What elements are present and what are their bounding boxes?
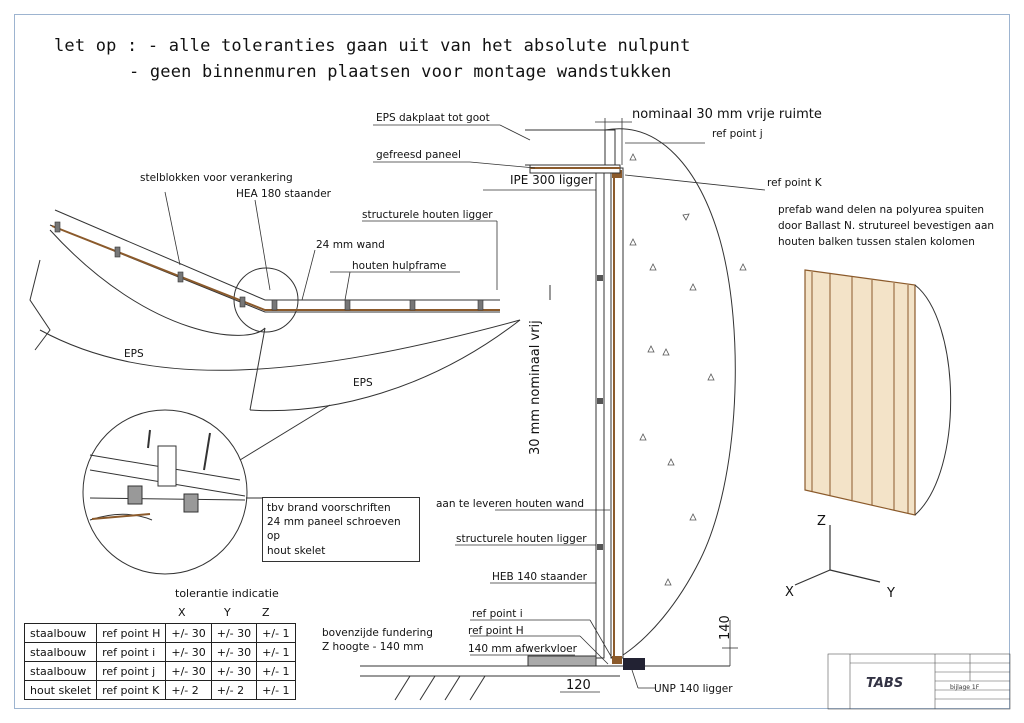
tolerance-header-y: Y — [224, 606, 231, 619]
table-cell: staalbouw — [23, 623, 98, 643]
label-vrij: 30 mm nominaal vrij — [528, 320, 543, 455]
titleblock-sub: bijlage 1F — [950, 684, 980, 691]
label-ref-j: ref point j — [712, 128, 763, 140]
table-cell: ref point j — [96, 661, 167, 681]
xyz-axis — [794, 525, 881, 586]
table-cell: +/- 30 — [165, 661, 212, 681]
label-eps-dakplaat: EPS dakplaat tot goot — [376, 112, 490, 124]
table-cell: +/- 2 — [165, 680, 212, 700]
label-stelblokken: stelblokken voor verankering — [140, 172, 293, 184]
prefab-panel-illustration — [804, 269, 916, 516]
tolerance-header-x: X — [178, 606, 186, 619]
heb-column — [595, 167, 605, 659]
axis-x-label: X — [785, 585, 794, 600]
dim-120: 120 — [566, 678, 591, 693]
table-row: hout skelet ref point K +/- 2 +/- 2 +/- … — [23, 680, 296, 700]
label-nominaal: nominaal 30 mm vrije ruimte — [632, 107, 822, 122]
tolerance-title: tolerantie indicatie — [175, 587, 279, 600]
axis-y-label: Y — [887, 586, 895, 601]
table-cell: +/- 30 — [165, 623, 212, 643]
tbv-line-1: tbv brand voorschriften — [267, 502, 391, 514]
table-row: staalbouw ref point i +/- 30 +/- 30 +/- … — [23, 642, 296, 662]
afwerkvloer-block — [527, 655, 597, 667]
label-hulpframe: houten hulpframe — [352, 260, 447, 272]
label-ref-h: ref point H — [468, 625, 524, 637]
table-cell: +/- 30 — [210, 661, 258, 681]
table-cell: +/- 1 — [256, 661, 296, 681]
table-row: staalbouw ref point H +/- 30 +/- 30 +/- … — [23, 623, 296, 643]
label-prefab-2: door Ballast N. strutureel bevestigen aa… — [778, 220, 995, 232]
table-cell: +/- 30 — [210, 623, 258, 643]
table-cell: staalbouw — [23, 661, 98, 681]
tolerance-header-z: Z — [262, 606, 270, 619]
eps-mass-outline — [604, 128, 736, 661]
label-structurele-top: structurele houten ligger — [362, 209, 493, 221]
note-line-1: let op : - alle toleranties gaan uit van… — [54, 36, 691, 56]
label-ref-i: ref point i — [472, 608, 523, 620]
tbv-line-3: hout skelet — [267, 544, 326, 557]
label-structurele-bottom: structurele houten ligger — [456, 533, 587, 545]
label-hea: HEA 180 staander — [236, 188, 331, 200]
label-prefab-1: prefab wand delen na polyurea spuiten — [778, 204, 985, 216]
dim-140: 140 — [718, 615, 733, 640]
label-gefreesd: gefreesd paneel — [376, 149, 461, 161]
table-cell: +/- 1 — [256, 623, 296, 643]
wooden-wall — [610, 167, 624, 659]
table-row: staalbouw ref point j +/- 30 +/- 30 +/- … — [23, 661, 296, 681]
label-bovenzijde-1: bovenzijde fundering — [322, 627, 433, 639]
label-bovenzijde-2: Z hoogte - 140 mm — [322, 641, 424, 653]
label-wand24: 24 mm wand — [316, 239, 385, 251]
label-prefab-3: houten balken tussen stalen kolomen — [778, 236, 975, 248]
axis-z-label: Z — [817, 514, 826, 529]
table-cell: ref point H — [96, 623, 167, 643]
note-tbv-box: tbv brand voorschriften 24 mm paneel sch… — [262, 497, 420, 562]
label-afwerkvloer: 140 mm afwerkvloer — [468, 643, 577, 655]
table-cell: hout skelet — [23, 680, 98, 700]
tbv-line-2: 24 mm paneel schroeven op — [267, 516, 401, 543]
table-cell: +/- 30 — [210, 642, 258, 662]
label-eps-1: EPS — [124, 348, 144, 360]
drawing-frame — [14, 14, 1010, 709]
table-cell: +/- 1 — [256, 680, 296, 700]
label-aan-te-leveren: aan te leveren houten wand — [436, 498, 585, 510]
label-ref-k: ref point K — [767, 177, 822, 189]
table-cell: +/- 2 — [210, 680, 258, 700]
label-eps-2: EPS — [353, 377, 373, 389]
table-cell: +/- 30 — [165, 642, 212, 662]
label-heb: HEB 140 staander — [492, 571, 588, 583]
label-ipe: IPE 300 ligger — [510, 173, 594, 187]
table-cell: +/- 1 — [256, 642, 296, 662]
concrete-hatch — [629, 153, 747, 586]
table-cell: staalbouw — [23, 642, 98, 662]
note-line-2: - geen binnenmuren plaatsen voor montage… — [129, 62, 672, 82]
titleblock-logo: TABS — [866, 676, 904, 691]
tolerance-table: staalbouw ref point H +/- 30 +/- 30 +/- … — [23, 623, 296, 700]
table-cell: ref point i — [96, 642, 167, 662]
unp-beam — [623, 658, 645, 670]
label-unp: UNP 140 ligger — [654, 683, 733, 695]
title-block — [827, 653, 1011, 710]
table-cell: ref point K — [96, 680, 167, 700]
